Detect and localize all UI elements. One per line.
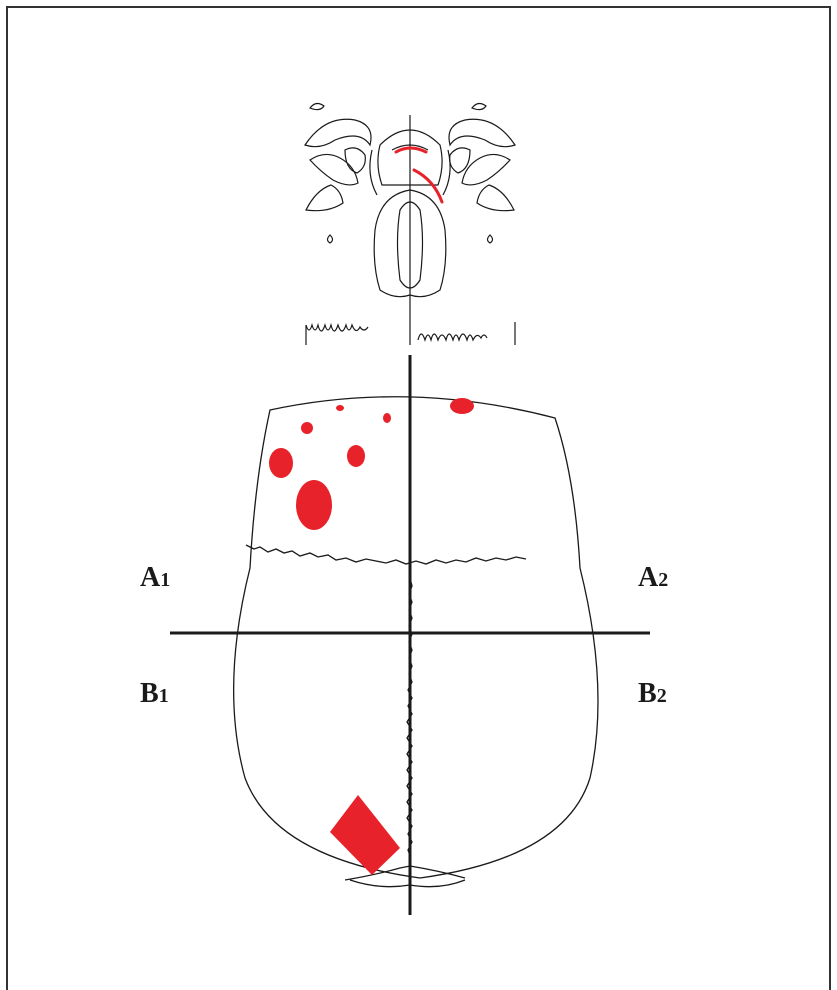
fracture-lines	[396, 148, 442, 202]
lesions	[269, 398, 474, 875]
facial-skull-drawing	[305, 103, 515, 345]
lesion-spot	[301, 422, 313, 434]
lesion-spot	[296, 480, 332, 530]
quadrant-label-b1: B1	[140, 680, 169, 708]
lesion-spot	[383, 413, 391, 423]
coronal-suture	[246, 545, 526, 564]
lesion-spot	[450, 398, 474, 414]
lesion-spot	[269, 448, 293, 478]
quadrant-label-b2: B2	[638, 680, 667, 708]
lesion-spot	[336, 405, 344, 411]
lesion-spot	[347, 445, 365, 467]
quadrant-label-a1: A1	[140, 564, 170, 592]
quadrant-axes	[170, 355, 650, 915]
quadrant-label-a2: A2	[638, 564, 668, 592]
lesion-patch	[330, 795, 400, 875]
lambdoid-suture	[345, 866, 465, 880]
